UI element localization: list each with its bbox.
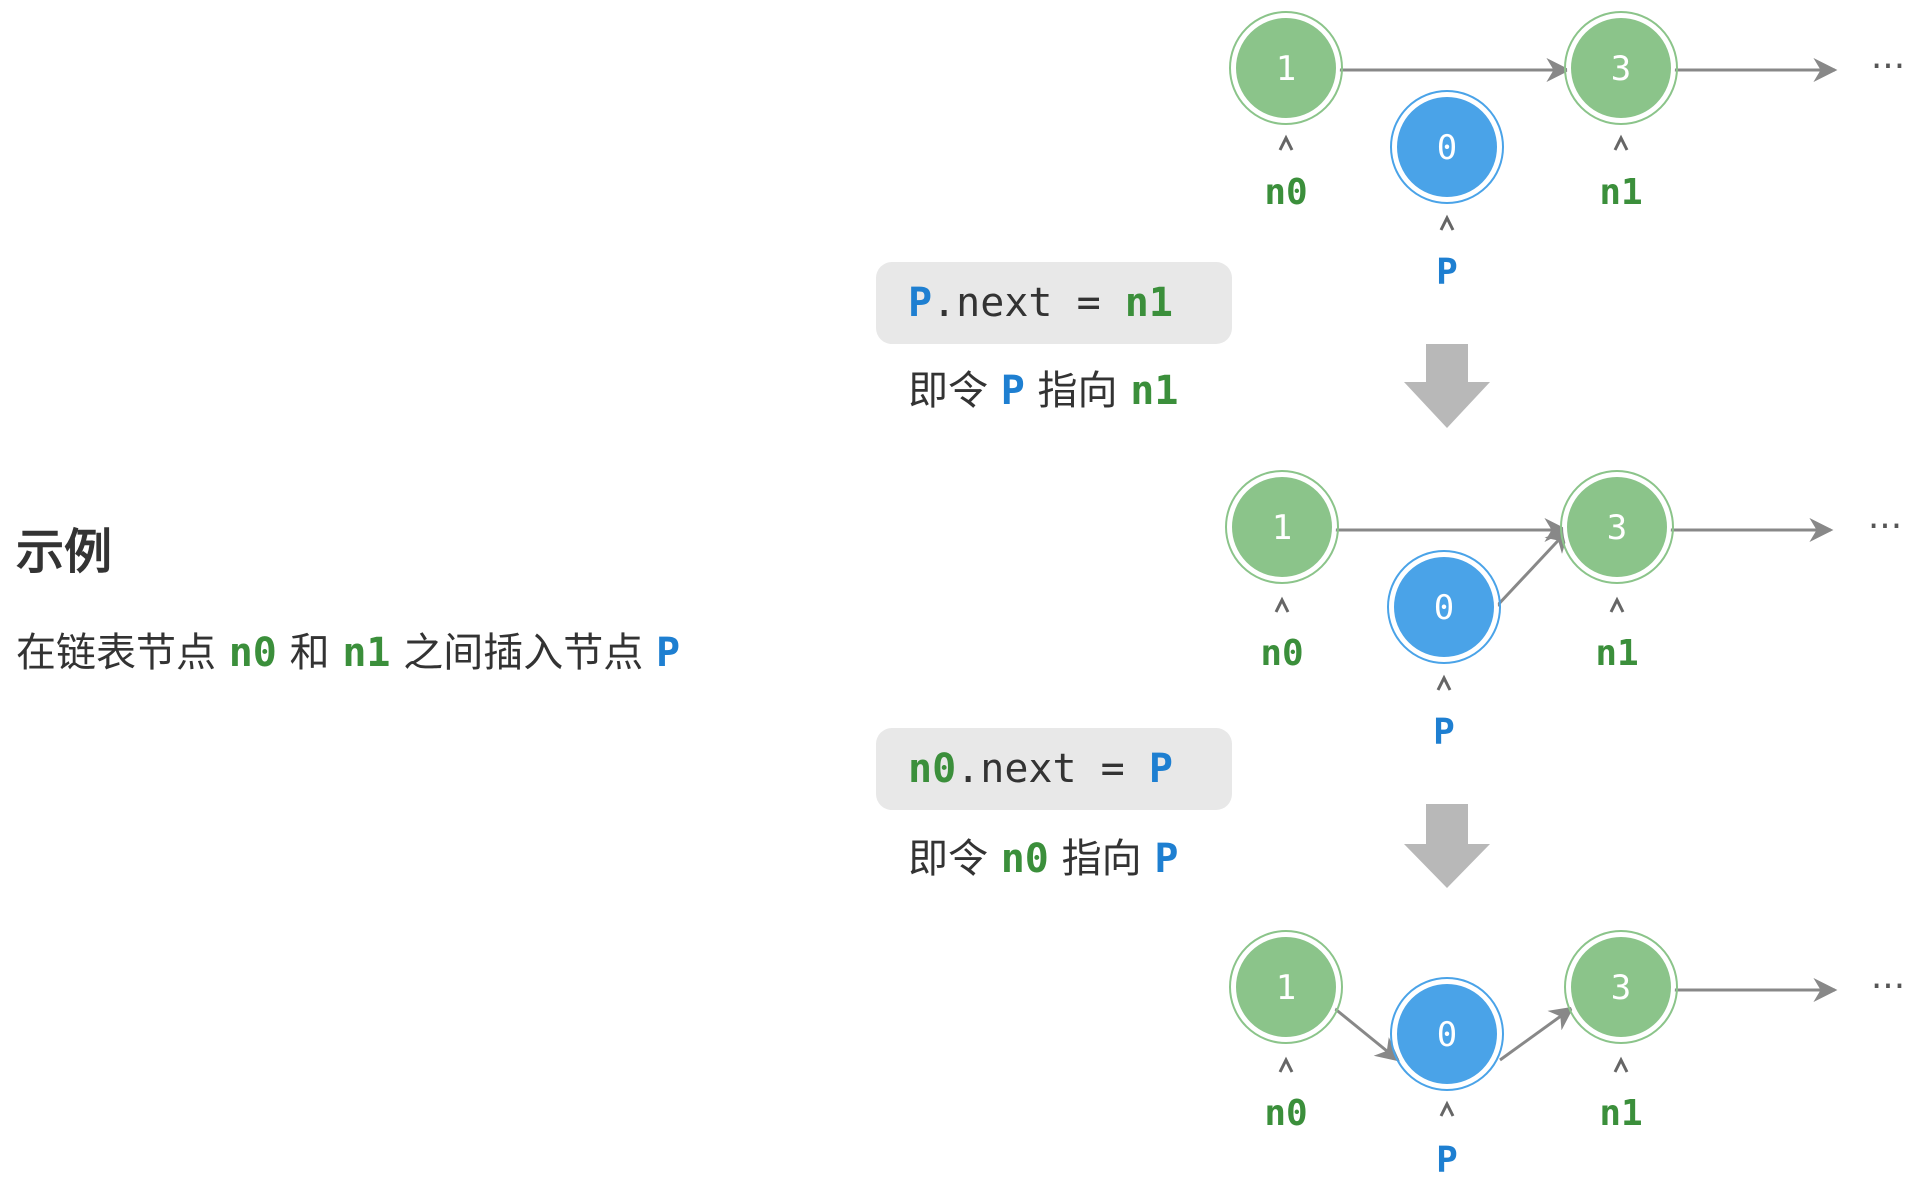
desc-text-2: 和 [289,630,330,676]
pointer-caret-n0-stage2 [1274,596,1290,613]
pointer-caret-n0-stage1 [1278,134,1294,151]
node-n0-stage2 [1228,473,1336,581]
label-n1-stage3: n1 [1599,1093,1642,1134]
label-p-stage3: P [1436,1140,1458,1181]
code-2-mid: .next = [956,746,1149,792]
label-n0-stage1: n0 [1264,172,1307,213]
caption-1-a: P [1000,368,1025,414]
step-arrow-2 [1404,804,1490,888]
pointer-caret-p-stage2 [1436,674,1452,691]
node-p-ring-stage2 [1387,550,1501,664]
node-n0-value-stage3: 1 [1276,968,1296,1008]
node-n1-value-stage3: 3 [1611,968,1631,1008]
node-p-stage1 [1393,93,1501,201]
node-p-value-stage3: 0 [1437,1015,1457,1055]
desc-n0: n0 [228,630,277,676]
caption-step-1: 即令 P 指向 n1 [908,358,1178,416]
label-p-stage2: P [1433,712,1455,753]
desc-text-3: 之间插入节点 [403,630,644,676]
node-p-ring-stage1 [1390,90,1504,204]
node-p-ring-stage3 [1390,977,1504,1091]
node-n0-value-stage2: 1 [1272,508,1292,548]
desc-text-1: 在链表节点 [16,630,216,676]
code-1-mid: .next = [932,280,1125,326]
node-n0-stage1 [1232,14,1340,122]
caption-step-2: 即令 n0 指向 P [908,826,1178,884]
arrow-p-n1-stage3 [1499,1006,1574,1062]
node-p-stage3 [1393,980,1501,1088]
node-p-value-stage2: 0 [1434,588,1454,628]
arrow-n0-p-stage3 [1333,1006,1400,1062]
code-2-rhs: P [1148,746,1173,792]
caption-1-pre: 即令 [908,368,988,414]
code-1-lhs: P [908,280,933,326]
arrow-p-n1-stage2 [1493,528,1570,610]
caption-2-a: n0 [1000,836,1049,882]
node-n1-ring-stage3 [1564,930,1678,1044]
stage-3: ··· 1 3 0 n0 n1 P [1229,930,1905,1181]
caption-1-mid: 指向 [1037,368,1118,414]
caption-2-mid: 指向 [1061,836,1142,882]
code-step-2: n0.next = P [876,728,1232,810]
node-n0-stage3 [1232,933,1340,1041]
pointer-caret-p-stage1 [1439,214,1455,231]
caption-1-b: n1 [1130,368,1179,414]
node-n1-stage3 [1567,933,1675,1041]
node-p-value-stage1: 0 [1437,128,1457,168]
label-n0-stage2: n0 [1260,633,1303,674]
node-n1-value-stage2: 3 [1607,508,1627,548]
node-n0-ring-stage2 [1225,470,1339,584]
desc-p: P [655,630,681,676]
caption-2-b: P [1154,836,1179,882]
desc-n1: n1 [342,630,391,676]
node-n0-ring-stage3 [1229,930,1343,1044]
label-n0-stage3: n0 [1264,1093,1307,1134]
step-arrow-1 [1404,344,1490,428]
example-description: 在链表节点 n0 和 n1 之间插入节点 P [16,620,680,678]
code-1-rhs: n1 [1124,280,1173,326]
pointer-caret-n1-stage2 [1609,596,1625,613]
example-panel: 示例 在链表节点 n0 和 n1 之间插入节点 P [16,512,680,678]
node-n1-value-stage1: 3 [1611,49,1631,89]
label-n1-stage1: n1 [1599,172,1642,213]
node-n1-stage1 [1567,14,1675,122]
label-n1-stage2: n1 [1595,633,1638,674]
stage-1: ··· 1 3 0 n0 n1 P [1229,11,1905,293]
code-step-1: P.next = n1 [876,262,1232,344]
ellipsis-stage2: ··· [1868,506,1902,547]
example-title: 示例 [16,524,113,580]
ellipsis-stage3: ··· [1871,966,1905,1007]
pointer-caret-n1-stage1 [1613,134,1629,151]
pointer-caret-p-stage3 [1439,1100,1455,1117]
label-p-stage1: P [1436,252,1458,293]
node-p-stage2 [1390,553,1498,661]
stage-2: ··· 1 3 0 n0 n1 P [1225,470,1902,753]
pointer-caret-n1-stage3 [1613,1056,1629,1073]
node-n0-ring-stage1 [1229,11,1343,125]
ellipsis-stage1: ··· [1871,46,1905,87]
pointer-caret-n0-stage3 [1278,1056,1294,1073]
node-n1-ring-stage2 [1560,470,1674,584]
node-n0-value-stage1: 1 [1276,49,1296,89]
node-n1-ring-stage1 [1564,11,1678,125]
code-2-lhs: n0 [908,746,957,792]
caption-2-pre: 即令 [908,836,988,882]
node-n1-stage2 [1563,473,1671,581]
